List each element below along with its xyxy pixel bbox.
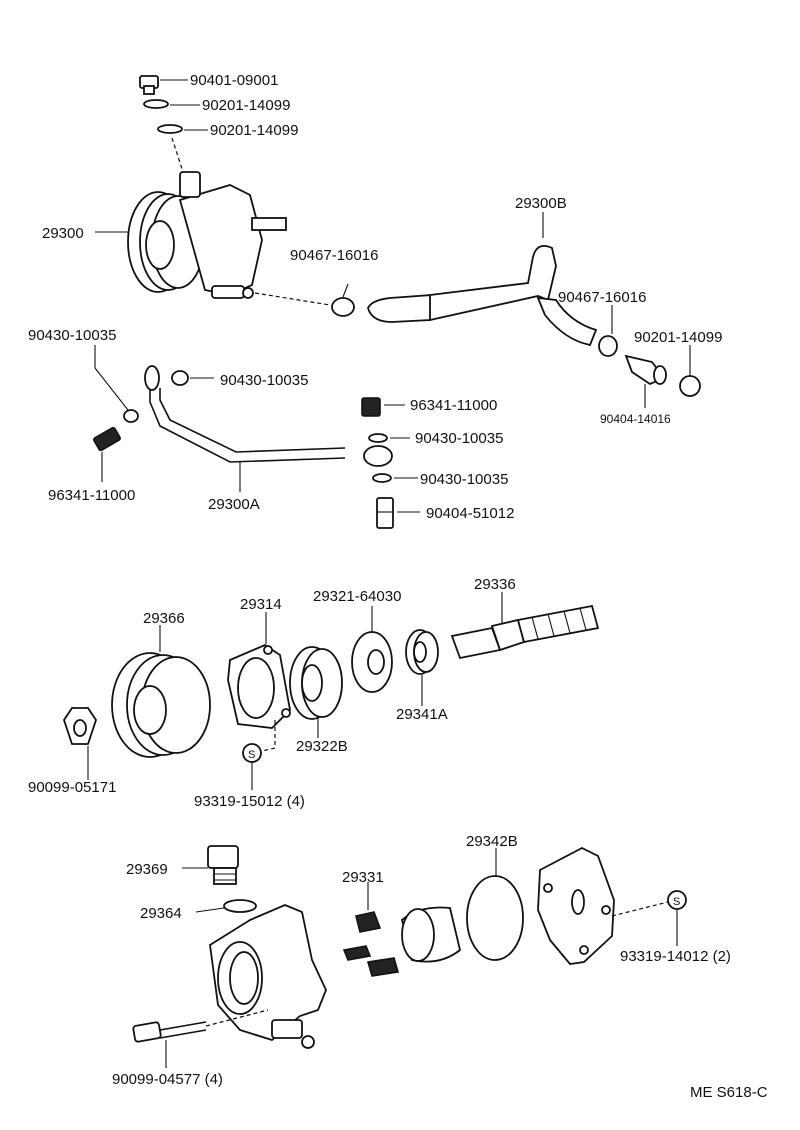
housing-exploded: S — [132, 845, 687, 1068]
label-90201-14099-b: 90201-14099 — [210, 122, 298, 139]
bolt-icon — [132, 1021, 207, 1043]
screw-icon: S — [667, 890, 687, 910]
bracket-plate-icon — [227, 643, 291, 729]
union-fitting-icon — [624, 354, 667, 386]
o-ring-icon — [466, 875, 524, 961]
washer-icon — [171, 370, 189, 386]
label-29364: 29364 — [140, 905, 182, 922]
spline-shaft-icon — [450, 604, 600, 660]
gasket-icon — [679, 375, 701, 397]
label-90467-16016-a: 90467-16016 — [290, 247, 378, 264]
label-29300a: 29300A — [208, 496, 260, 513]
label-90401-09001: 90401-09001 — [190, 72, 278, 89]
label-90430-10035-d: 90430-10035 — [420, 471, 508, 488]
label-96341-11000-b: 96341-11000 — [48, 487, 135, 504]
hose-clamp-icon — [331, 283, 355, 317]
label-90201-14099-c: 90201-14099 — [634, 329, 722, 346]
screw-icon: S — [242, 743, 262, 763]
hose-clamp-icon — [598, 335, 618, 357]
washer-icon — [372, 473, 392, 483]
label-90467-16016-b: 90467-16016 — [558, 289, 646, 306]
label-29369: 29369 — [126, 861, 168, 878]
nut-icon — [63, 707, 97, 745]
svg-text:S: S — [673, 896, 680, 908]
end-cover-icon — [537, 846, 615, 965]
gasket-icon — [143, 99, 169, 109]
washer-icon — [351, 631, 393, 693]
union-fitting-icon — [376, 497, 394, 529]
label-90404-14016: 90404-14016 — [600, 412, 671, 426]
plug-bolt-icon — [207, 845, 239, 885]
label-29300b: 29300B — [515, 195, 567, 212]
pump-body-icon — [127, 171, 287, 299]
label-29342b: 29342B — [466, 833, 518, 850]
seal-icon — [405, 629, 439, 675]
label-96341-11000-a: 96341-11000 — [410, 397, 497, 414]
label-93319-15012: 93319-15012 (4) — [194, 793, 305, 810]
label-29321-64030: 29321-64030 — [313, 588, 401, 605]
pump-housing-icon — [209, 904, 327, 1049]
label-29314: 29314 — [240, 596, 282, 613]
label-90430-10035-c: 90430-10035 — [415, 430, 503, 447]
label-29336: 29336 — [474, 576, 516, 593]
label-29366: 29366 — [143, 610, 185, 627]
diagram-code: ME S618-C — [690, 1084, 768, 1101]
label-90430-10035-a: 90430-10035 — [28, 327, 116, 344]
o-ring-icon — [223, 899, 257, 913]
vane-icon — [342, 911, 400, 977]
label-90099-05171: 90099-05171 — [28, 779, 116, 796]
label-29331: 29331 — [342, 869, 384, 886]
banjo-bolt-icon — [361, 397, 381, 417]
pressure-tube-icon — [144, 365, 393, 467]
bearing-icon — [289, 646, 343, 720]
washer-icon — [123, 409, 139, 423]
pump-assembly-top — [93, 75, 701, 529]
gasket-icon — [157, 124, 183, 134]
label-93319-14012: 93319-14012 (2) — [620, 948, 731, 965]
label-29322b: 29322B — [296, 738, 348, 755]
pulley-icon — [111, 652, 211, 758]
label-90099-04577: 90099-04577 (4) — [112, 1071, 223, 1088]
label-90201-14099-a: 90201-14099 — [202, 97, 290, 114]
cam-ring-icon — [400, 906, 462, 963]
plug-bolt-icon — [139, 75, 159, 95]
label-90430-10035-b: 90430-10035 — [220, 372, 308, 389]
washer-icon — [368, 433, 388, 443]
label-29300: 29300 — [42, 225, 84, 242]
banjo-bolt-icon — [93, 426, 121, 452]
label-90404-51012: 90404-51012 — [426, 505, 514, 522]
part-labels: 90401-09001 90201-14099 90201-14099 2930… — [28, 72, 768, 1101]
pulley-shaft-exploded: S — [63, 592, 600, 790]
hose-icon — [367, 294, 433, 323]
label-29341a: 29341A — [396, 706, 448, 723]
svg-text:S: S — [248, 749, 255, 761]
